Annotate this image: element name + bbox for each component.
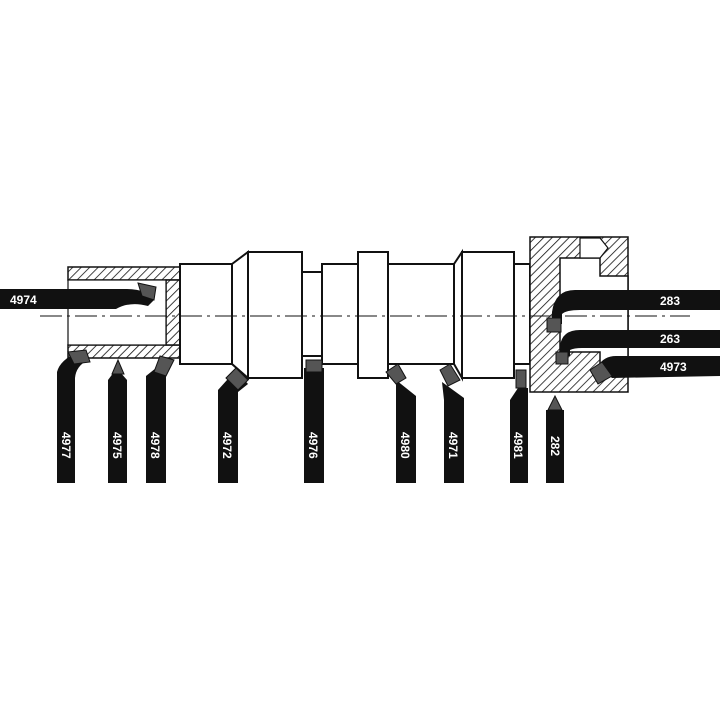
tool-4976: 4976 [304, 359, 324, 483]
turned-body [179, 248, 531, 382]
tool-4971: 4971 [439, 363, 464, 483]
tool-263: 263 [555, 330, 720, 365]
tool-label-4973: 4973 [660, 360, 687, 374]
tool-label-4980: 4980 [398, 432, 412, 459]
tool-4980: 4980 [385, 363, 416, 483]
tool-4973: 4973 [589, 356, 720, 385]
tool-label-4972: 4972 [220, 432, 234, 459]
tool-label-283: 283 [660, 294, 680, 308]
tool-label-4977: 4977 [59, 432, 73, 459]
tool-4975: 4975 [108, 358, 127, 483]
tool-282: 282 [546, 394, 564, 483]
tool-label-4975: 4975 [110, 432, 124, 459]
tool-label-4974: 4974 [10, 293, 37, 307]
tool-4974: 4974 [0, 282, 157, 309]
tool-4977: 4977 [57, 349, 91, 483]
tool-label-282: 282 [548, 436, 562, 456]
tool-label-4976: 4976 [306, 432, 320, 459]
tool-label-263: 263 [660, 332, 680, 346]
left-bore-section [67, 266, 181, 359]
tool-4972: 4972 [218, 367, 249, 483]
tool-label-4978: 4978 [148, 432, 162, 459]
tool-283: 283 [546, 290, 720, 333]
tool-label-4981: 4981 [511, 432, 525, 459]
tool-4978: 4978 [146, 355, 175, 483]
tool-label-4971: 4971 [446, 432, 460, 459]
tool-4981: 4981 [510, 369, 528, 483]
